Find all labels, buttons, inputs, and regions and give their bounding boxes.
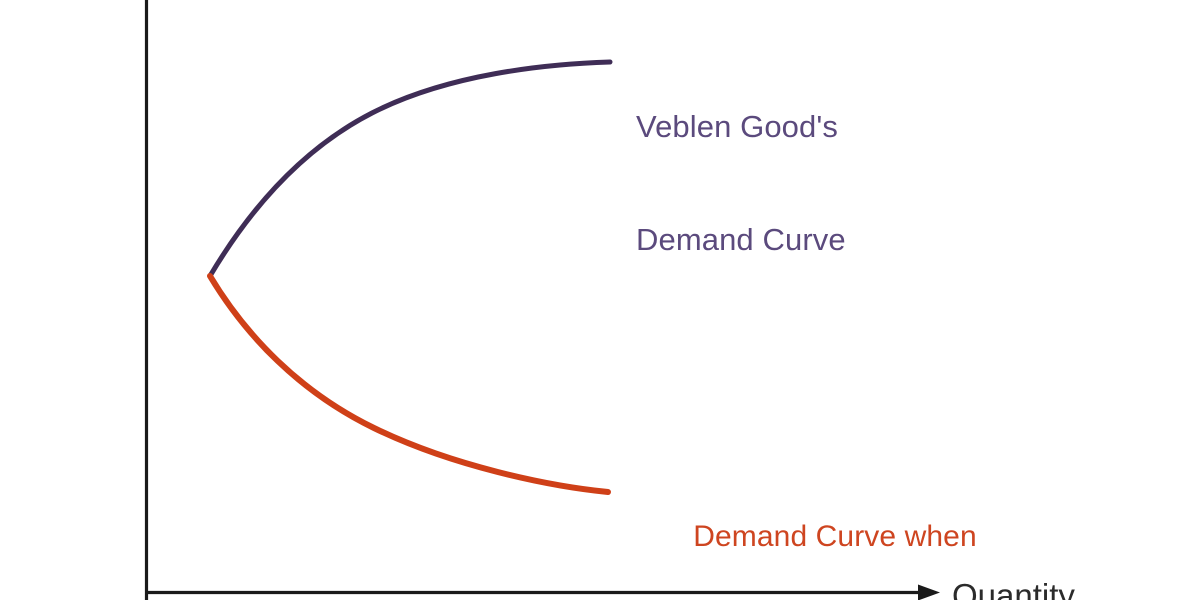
veblen-demand-curve xyxy=(207,59,613,279)
veblen-curve-label: Veblen Good's Demand Curve xyxy=(636,32,846,335)
law-of-demand-curve-label-line1: Demand Curve when xyxy=(693,520,977,554)
x-axis-arrow-icon xyxy=(918,584,940,600)
veblen-curve-label-line2: Demand Curve xyxy=(636,222,846,258)
veblen-curve-label-line1: Veblen Good's xyxy=(636,108,838,144)
x-axis-title: Quantity xyxy=(952,577,1075,600)
law-of-demand-curve xyxy=(207,273,611,495)
law-of-demand-curve-label: Demand Curve when The Law of Demand hold… xyxy=(630,446,1040,600)
